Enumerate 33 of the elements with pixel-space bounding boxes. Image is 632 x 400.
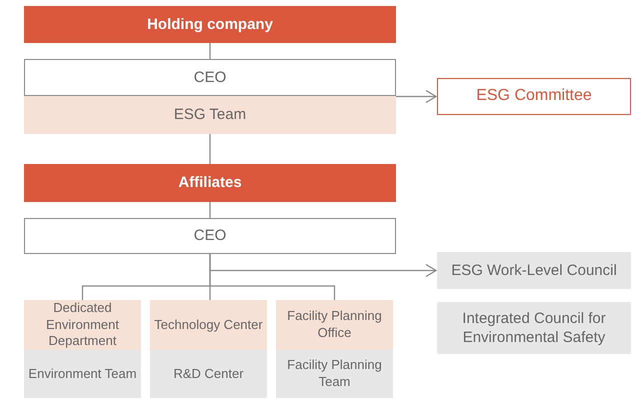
node-label: Environment Team <box>28 366 137 382</box>
node-label: ESG Committee <box>476 86 592 106</box>
node-label: Technology Center <box>154 316 263 334</box>
connector-line <box>209 43 211 59</box>
connector-line <box>209 254 336 300</box>
arrow <box>396 90 437 104</box>
role-box <box>24 59 396 96</box>
connector-line <box>209 134 211 164</box>
council-box <box>437 302 631 354</box>
node-label: Integrated Council for Environmental Safety <box>461 308 607 348</box>
team-box <box>276 350 393 398</box>
node-label: ESG Team <box>174 105 246 125</box>
unit-box <box>24 300 141 350</box>
node-label: ESG Work-Level Council <box>451 260 617 280</box>
committee-box <box>437 78 631 115</box>
node-label: Facility Planning Team <box>286 357 383 391</box>
council-box <box>437 252 631 289</box>
connector-line <box>209 202 211 218</box>
team-box <box>24 96 396 134</box>
team-box <box>24 350 141 398</box>
node-label: CEO <box>194 68 226 88</box>
team-box <box>150 350 267 398</box>
unit-box <box>276 300 393 350</box>
header-bar <box>24 6 396 43</box>
role-box <box>24 218 396 254</box>
node-label: R&D Center <box>173 366 244 382</box>
node-label: CEO <box>194 226 226 246</box>
node-label: Dedicated Environment Department <box>45 300 120 350</box>
node-label: Facility Planning Office <box>286 308 383 342</box>
node-label: Holding company <box>147 14 273 34</box>
unit-box <box>150 300 267 350</box>
header-bar <box>24 164 396 202</box>
node-label: Affiliates <box>178 173 242 193</box>
